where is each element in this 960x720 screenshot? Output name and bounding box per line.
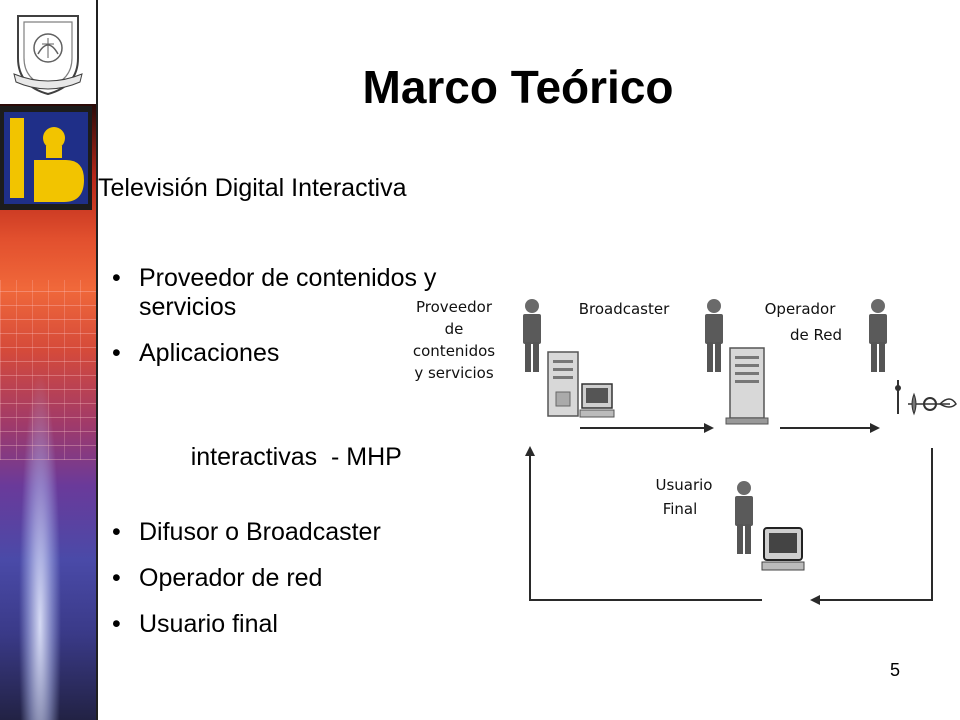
end-user-label-line: Final xyxy=(663,500,698,518)
university-seal-icon xyxy=(13,15,83,96)
itv-architecture-diagram: Proveedor de contenidos y servicios Broa… xyxy=(404,280,960,620)
person-icon xyxy=(735,481,753,554)
computer-icon xyxy=(579,383,615,418)
institution-logo xyxy=(0,106,92,210)
bullet-item: • Difusor o Broadcaster xyxy=(112,518,532,547)
slide-title: Marco Teórico xyxy=(362,61,674,113)
television-icon xyxy=(761,527,805,571)
bullet-text: Aplicaciones xyxy=(139,339,280,367)
provider-label-line: de xyxy=(445,320,464,338)
end-user-label-line: Usuario xyxy=(655,476,712,494)
broadcaster-label: Broadcaster xyxy=(579,300,670,318)
bullet-marker: • xyxy=(112,339,121,367)
return-arrow xyxy=(810,448,933,605)
bullet-item: • Proveedor de contenidos y servicios xyxy=(112,264,532,322)
return-arrow xyxy=(525,446,762,601)
person-icon xyxy=(523,299,541,372)
server-icon xyxy=(725,347,769,425)
diagram-canvas: Proveedor de contenidos y servicios Broa… xyxy=(413,298,957,605)
bullet-text: Operador de red xyxy=(139,564,323,592)
institution-logo-icon xyxy=(4,112,88,204)
provider-label-line: contenidos xyxy=(413,342,495,360)
bullet-continuation: interactivas - MHP xyxy=(112,385,532,501)
operator-label-line: Operador xyxy=(765,300,837,318)
bullet-list: • Proveedor de contenidos y servicios • … xyxy=(112,264,532,656)
bullet-text: Proveedor de contenidos y servicios xyxy=(139,264,437,321)
bullet-marker: • xyxy=(112,564,121,592)
slide-subtitle: Televisión Digital Interactiva xyxy=(98,174,407,202)
vertical-divider xyxy=(96,0,98,720)
decorative-grid xyxy=(0,280,96,460)
seal-area xyxy=(0,0,96,104)
antenna-icon xyxy=(895,380,957,416)
bullet-marker: • xyxy=(112,264,121,292)
bullet-text: Usuario final xyxy=(139,610,278,638)
bullet-text: interactivas - MHP xyxy=(190,443,402,471)
person-icon xyxy=(705,299,723,372)
page-number: 5 xyxy=(889,660,900,680)
bullet-marker: • xyxy=(112,518,121,546)
person-icon xyxy=(869,299,887,372)
provider-label-line: Proveedor xyxy=(416,298,493,316)
bullet-item: • Aplicaciones xyxy=(112,339,532,368)
operator-label-line: de Red xyxy=(790,326,842,344)
bullet-marker: • xyxy=(112,610,121,638)
server-icon xyxy=(547,351,579,417)
provider-label-line: y servicios xyxy=(414,364,493,382)
bullet-item: • Operador de red xyxy=(112,564,532,593)
bullet-item: • Usuario final xyxy=(112,610,532,639)
bullet-text: Difusor o Broadcaster xyxy=(139,518,381,546)
